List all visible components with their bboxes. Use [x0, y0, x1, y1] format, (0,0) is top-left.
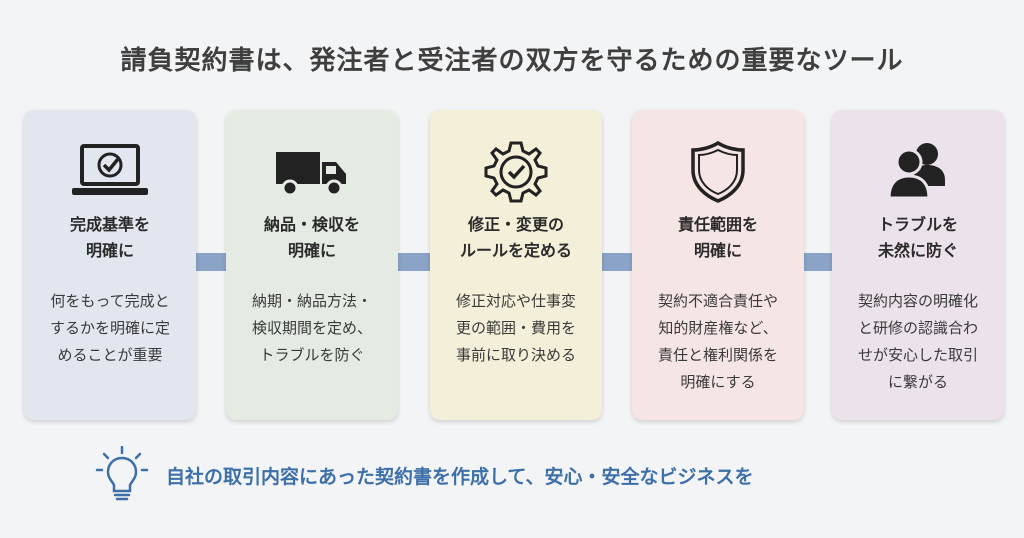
connector — [602, 253, 632, 271]
card-heading: 修正・変更の ルールを定める — [459, 215, 572, 260]
steps-row: 完成基準を 明確に 何をもって完成と するかを明確に定 めることが重要 納品・検… — [24, 110, 1004, 420]
card-description: 契約内容の明確化 と研修の認識合わ せが安心した取引 に繋がる — [857, 292, 978, 391]
shield-icon — [632, 140, 804, 204]
card-heading: 納品・検収を 明確に — [263, 215, 360, 260]
laptop-check-icon — [24, 140, 196, 204]
connector — [398, 253, 430, 271]
people-icon — [832, 140, 1004, 204]
card-description: 納期・納品方法・ 検収期間を定め、 トラブルを防ぐ — [251, 292, 372, 364]
footer-message: 自社の取引内容にあった契約書を作成して、安心・安全なビジネスを — [166, 466, 754, 488]
card-heading: 責任範囲を 明確に — [677, 215, 758, 260]
card-delivery-inspection: 納品・検収を 明確に 納期・納品方法・ 検収期間を定め、 トラブルを防ぐ — [226, 110, 398, 420]
footer-banner: 自社の取引内容にあった契約書を作成して、安心・安全なビジネスを — [0, 445, 1024, 508]
truck-icon — [226, 140, 398, 204]
card-description: 契約不適合責任や 知的財産権など、 責任と権利関係を 明確にする — [657, 292, 778, 391]
card-completion-criteria: 完成基準を 明確に 何をもって完成と するかを明確に定 めることが重要 — [24, 110, 196, 420]
lightbulb-icon — [94, 445, 150, 508]
gear-check-icon — [430, 140, 602, 204]
card-heading: トラブルを 未然に防ぐ — [877, 215, 958, 260]
connector — [804, 253, 834, 271]
card-prevent-trouble: トラブルを 未然に防ぐ 契約内容の明確化 と研修の認識合わ せが安心した取引 に… — [832, 110, 1004, 420]
card-responsibility-scope: 責任範囲を 明確に 契約不適合責任や 知的財産権など、 責任と権利関係を 明確に… — [632, 110, 804, 420]
card-heading: 完成基準を 明確に — [69, 215, 150, 260]
connector — [196, 253, 228, 271]
page-title: 請負契約書は、発注者と受注者の双方を守るための重要なツール — [120, 46, 904, 76]
card-description: 何をもって完成と するかを明確に定 めることが重要 — [49, 292, 170, 364]
card-description: 修正対応や仕事変 更の範囲・費用を 事前に取り決める — [455, 292, 576, 364]
card-change-rules: 修正・変更の ルールを定める 修正対応や仕事変 更の範囲・費用を 事前に取り決め… — [430, 110, 602, 420]
